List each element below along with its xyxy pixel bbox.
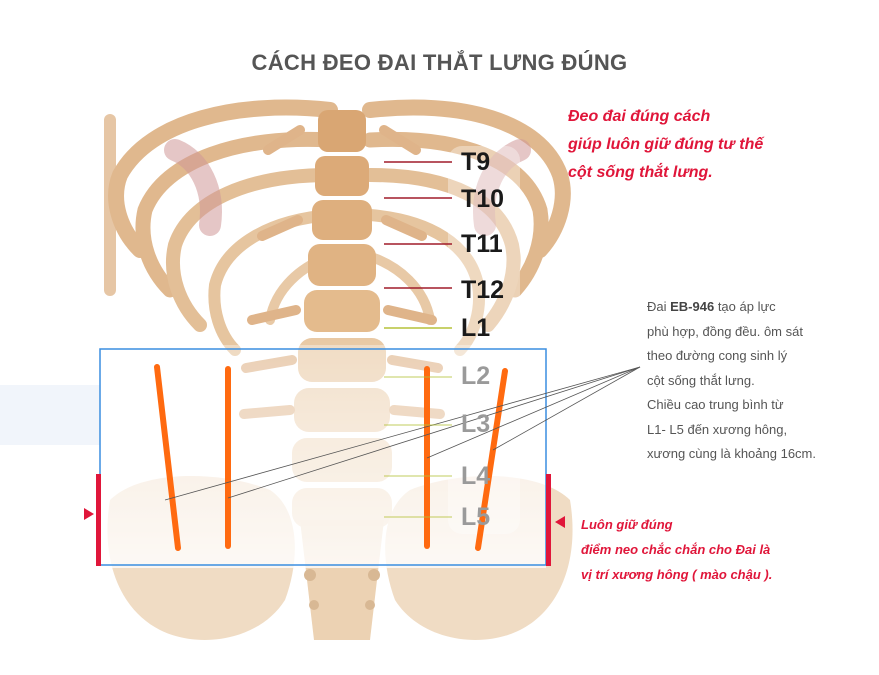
vertebra-label-l5: L5 — [461, 503, 491, 531]
vertebra-label-l3: L3 — [461, 410, 491, 438]
label-backdrop — [448, 146, 520, 534]
right-anchor-arrow — [555, 516, 565, 528]
anchor-note-line: Luôn giữ đúng — [581, 517, 673, 532]
anchor-note-line: điểm neo chắc chắn cho Đai là — [581, 542, 771, 557]
description-line: Đai EB-946 tạo áp lực — [647, 295, 877, 320]
description-line: phù hợp, đồng đều. ôm sát — [647, 323, 803, 339]
left-anchor-bar — [96, 474, 101, 566]
vertebra-label-l1: L1 — [461, 314, 491, 342]
page-title: CÁCH ĐEO ĐAI THẮT LƯNG ĐÚNG — [251, 50, 628, 75]
right-anchor-bar — [546, 474, 551, 566]
description-line: Chiều cao trung bình từ — [647, 397, 784, 412]
iliac-anchor-markers — [84, 474, 565, 566]
belt-outline — [99, 348, 547, 566]
description-line1-rest: tạo áp lực — [714, 299, 776, 314]
posture-note-line: Đeo đai đúng cách — [568, 108, 711, 125]
belt-description: Đai EB-946 tạo áp lực phù hợp, đồng đều.… — [647, 295, 877, 467]
description-line: xương cùng là khoảng 16cm. — [647, 446, 816, 461]
description-line: theo đường cong sinh lý — [647, 348, 788, 363]
lumbar-markers — [384, 327, 452, 518]
belt-stay-right-outer — [475, 368, 508, 551]
description-line: L1- L5 đến xương hông, — [647, 421, 788, 437]
background-panel — [0, 385, 100, 445]
left-anchor-arrow — [84, 508, 94, 520]
description-line: cột sống thắt lưng. — [647, 372, 755, 388]
belt-model: EB-946 — [670, 299, 715, 314]
belt-stay-left-outer — [154, 364, 181, 551]
vertebra-label-l2: L2 — [461, 362, 491, 390]
anchor-note: Luôn giữ đúng điểm neo chắc chắn cho Đai… — [581, 512, 772, 587]
description-prefix: Đai — [647, 299, 671, 314]
posture-note-line: cột sống thắt lưng. — [568, 164, 713, 181]
posture-note: Đeo đai đúng cách giúp luôn giữ đúng tư … — [568, 103, 763, 187]
anchor-note-line: vị trí xương hông ( mào chậu ). — [581, 567, 773, 582]
vertebra-label-t11: T11 — [461, 230, 503, 258]
thoracic-markers — [384, 161, 452, 289]
vertebra-label-l4: L4 — [461, 462, 491, 490]
callout-lines — [164, 366, 641, 501]
posture-note-line: giúp luôn giữ đúng tư thế — [568, 136, 764, 153]
vertebra-label-t9: T9 — [461, 148, 491, 176]
vertebra-label-t12: T12 — [461, 276, 505, 304]
vertebra-label-t10: T10 — [461, 185, 505, 213]
